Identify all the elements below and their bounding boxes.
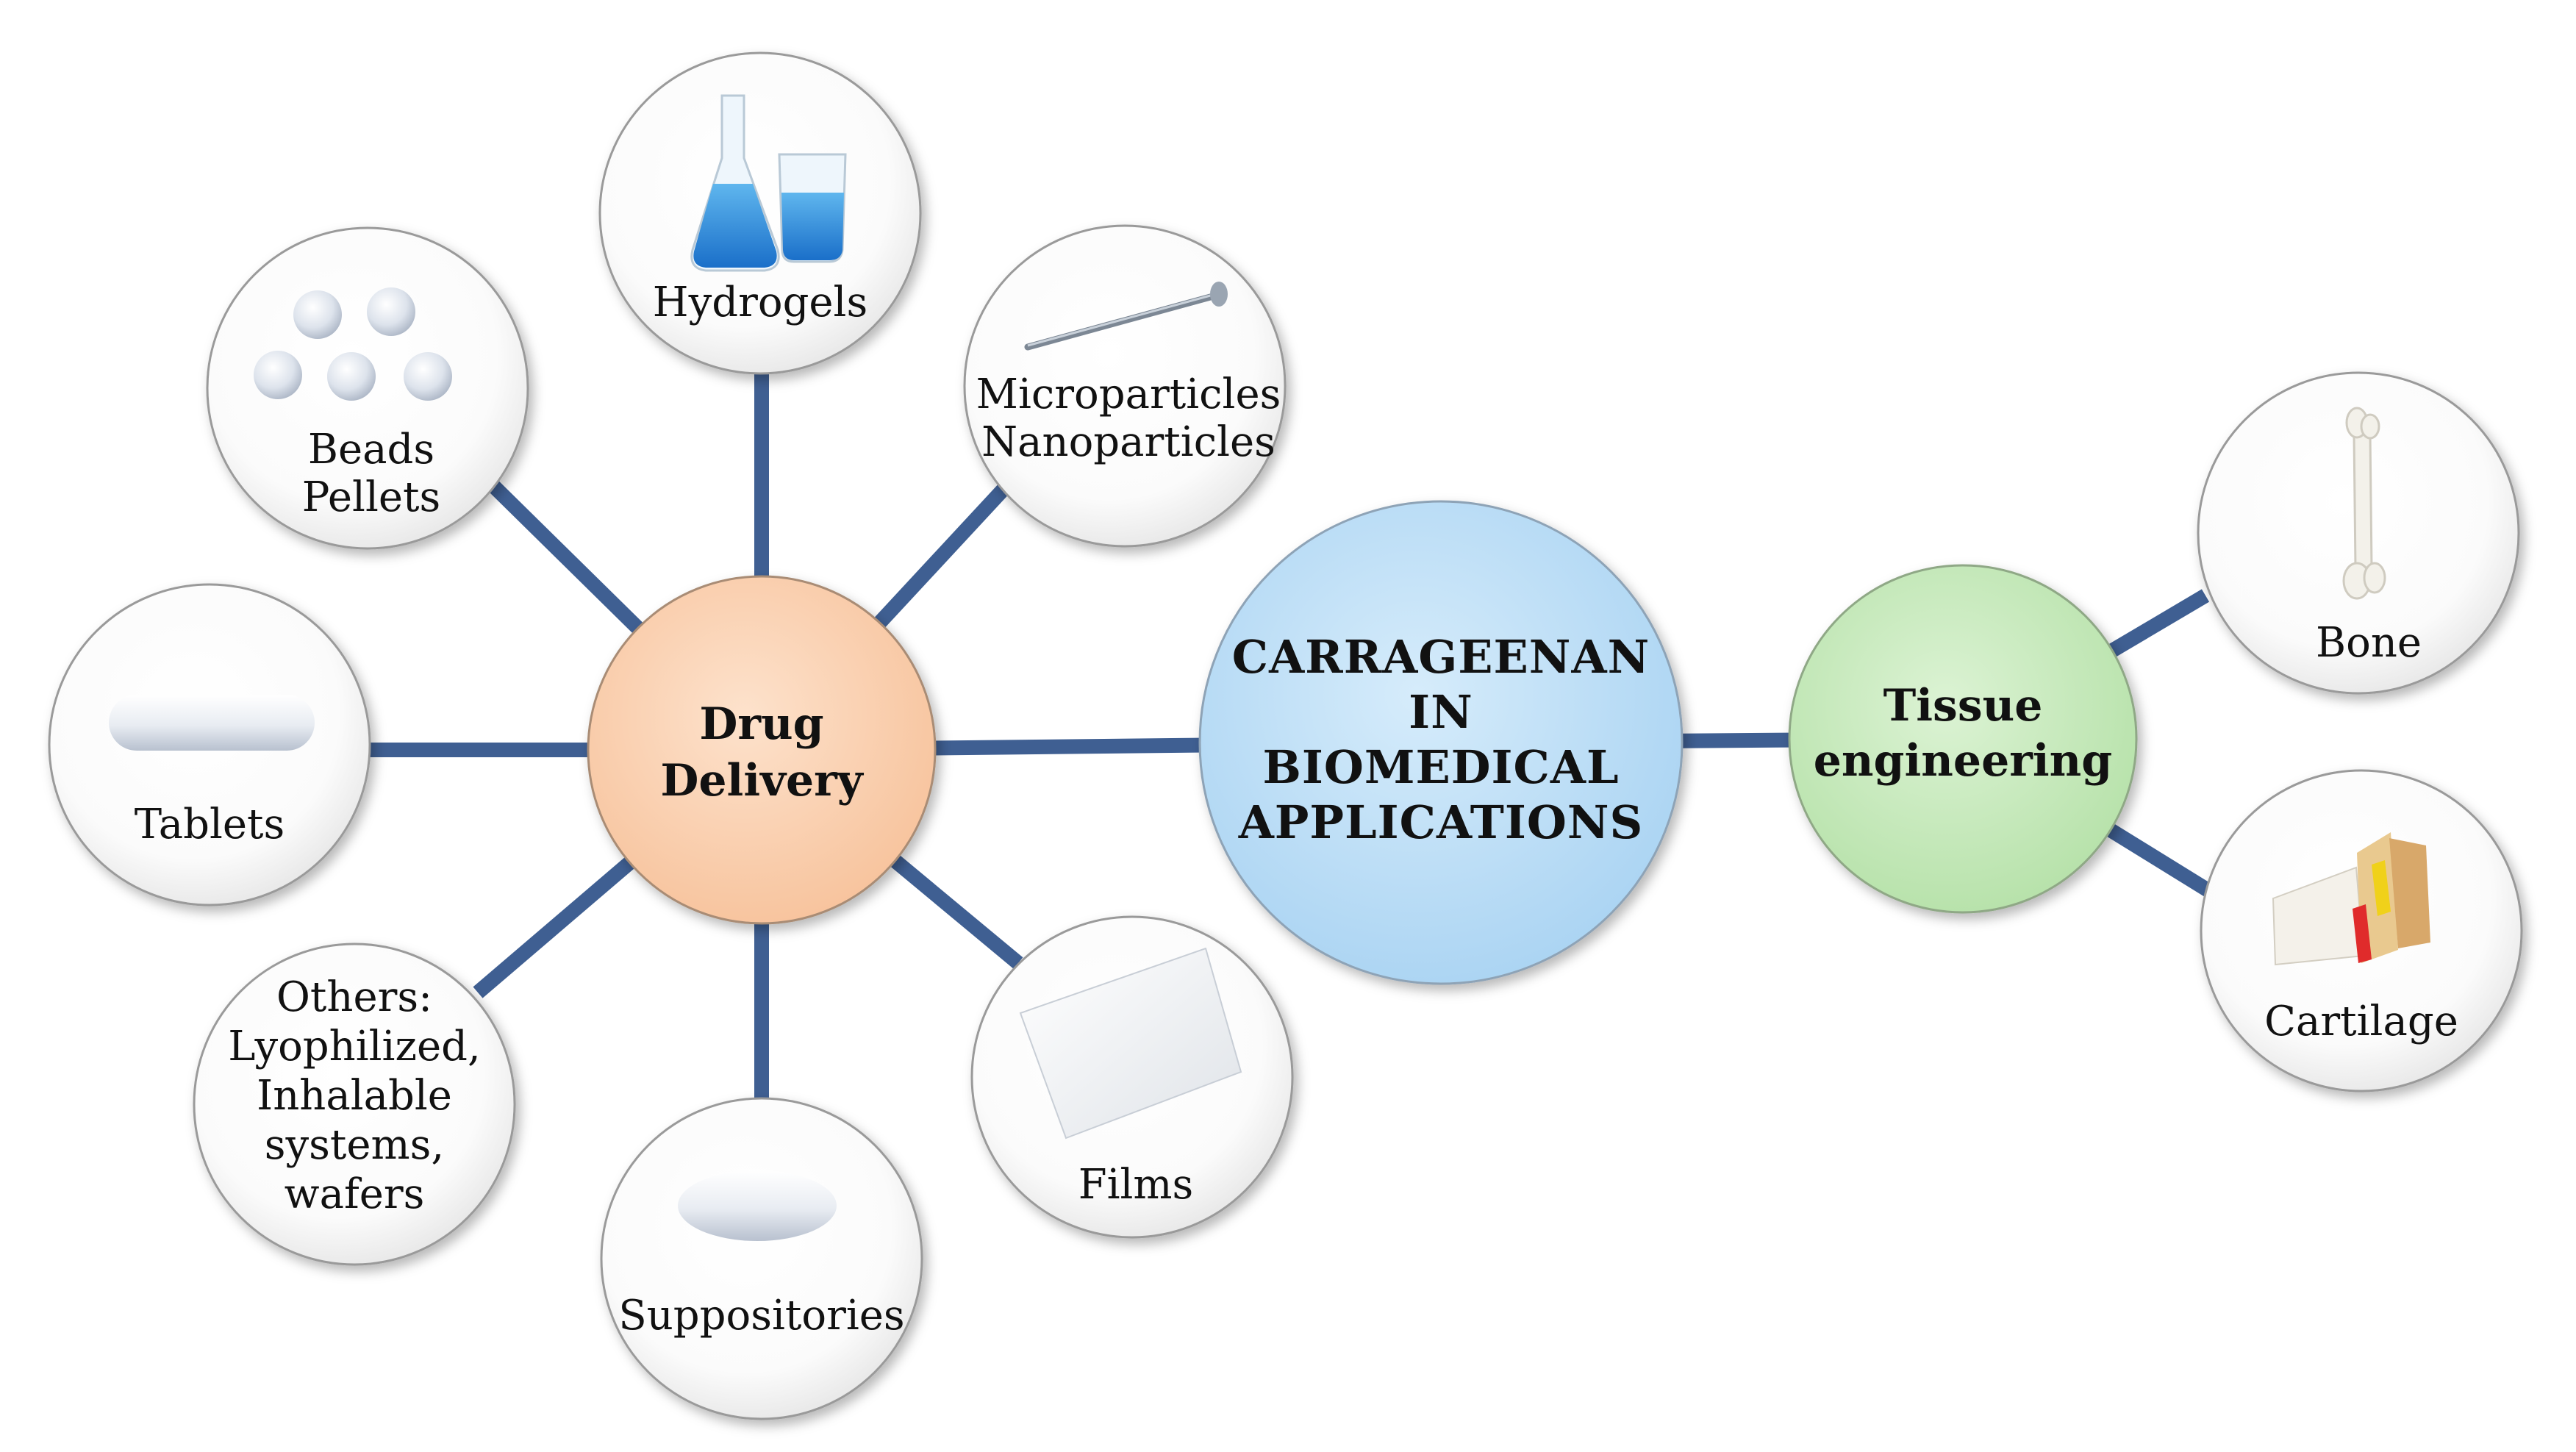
node-bone[interactable]: Bone — [2197, 371, 2520, 695]
cartilage-icon — [2272, 832, 2430, 966]
node-cartilage[interactable]: Cartilage — [2200, 769, 2523, 1092]
node-suppositories-circle — [600, 1097, 923, 1420]
drug-delivery-hub[interactable]: Drug Delivery — [587, 575, 937, 925]
others-label-4: systems, — [265, 1121, 444, 1169]
center-label-4: APPLICATIONS — [1238, 795, 1644, 849]
cartilage-label: Cartilage — [2264, 998, 2458, 1045]
film-sheet-icon — [1019, 947, 1242, 1140]
node-micro[interactable]: Microparticles Nanoparticles — [963, 224, 1287, 548]
flask-beaker-icon — [690, 94, 847, 272]
suppositories-label: Suppositories — [618, 1292, 904, 1340]
others-label-1: Others: — [276, 973, 432, 1021]
center-hub[interactable]: CARRAGEENAN IN BIOMEDICAL APPLICATIONS — [1198, 500, 1684, 985]
tablet-icon — [109, 695, 315, 751]
node-hydrogels[interactable]: Hydrogels — [598, 51, 922, 375]
drug-delivery-circle — [587, 575, 937, 925]
tissue-engineering-hub[interactable]: Tissue engineering — [1788, 564, 2138, 914]
beads-label-1: Beads — [308, 426, 434, 473]
node-others-circle — [193, 943, 516, 1266]
beads-icon — [254, 287, 452, 401]
tissue-engineering-label-1: Tissue — [1883, 680, 2043, 732]
suppository-icon — [678, 1170, 837, 1241]
bone-label: Bone — [2316, 619, 2422, 667]
drug-delivery-label-2: Delivery — [660, 755, 864, 807]
drug-delivery-label-1: Drug — [699, 698, 823, 750]
node-films[interactable]: Films — [970, 915, 1294, 1239]
films-label: Films — [1078, 1161, 1194, 1209]
center-label-3: BIOMEDICAL — [1262, 740, 1619, 794]
center-circle — [1198, 500, 1684, 985]
others-label-2: Lyophilized, — [228, 1023, 481, 1070]
micro-label-1: Microparticles — [976, 371, 1281, 418]
center-label-1: CARRAGEENAN — [1232, 630, 1650, 684]
tablets-label: Tablets — [135, 801, 285, 848]
node-micro-circle — [963, 224, 1287, 548]
node-others[interactable]: Others: Lyophilized, Inhalable systems, … — [193, 943, 516, 1266]
tissue-engineering-label-2: engineering — [1814, 735, 2113, 787]
needle-icon — [1024, 282, 1228, 351]
node-beads[interactable]: Beads Pellets — [206, 226, 529, 550]
node-tablets[interactable]: Tablets — [48, 583, 371, 906]
center-label-2: IN — [1409, 685, 1473, 739]
hydrogels-label: Hydrogels — [653, 279, 867, 326]
others-label-5: wafers — [285, 1170, 425, 1218]
tissue-engineering-circle — [1788, 564, 2138, 914]
micro-label-2: Nanoparticles — [981, 418, 1276, 466]
bone-icon — [2342, 407, 2386, 600]
beads-label-2: Pellets — [302, 473, 441, 521]
others-label-3: Inhalable — [257, 1072, 452, 1120]
node-suppositories[interactable]: Suppositories — [600, 1097, 923, 1420]
